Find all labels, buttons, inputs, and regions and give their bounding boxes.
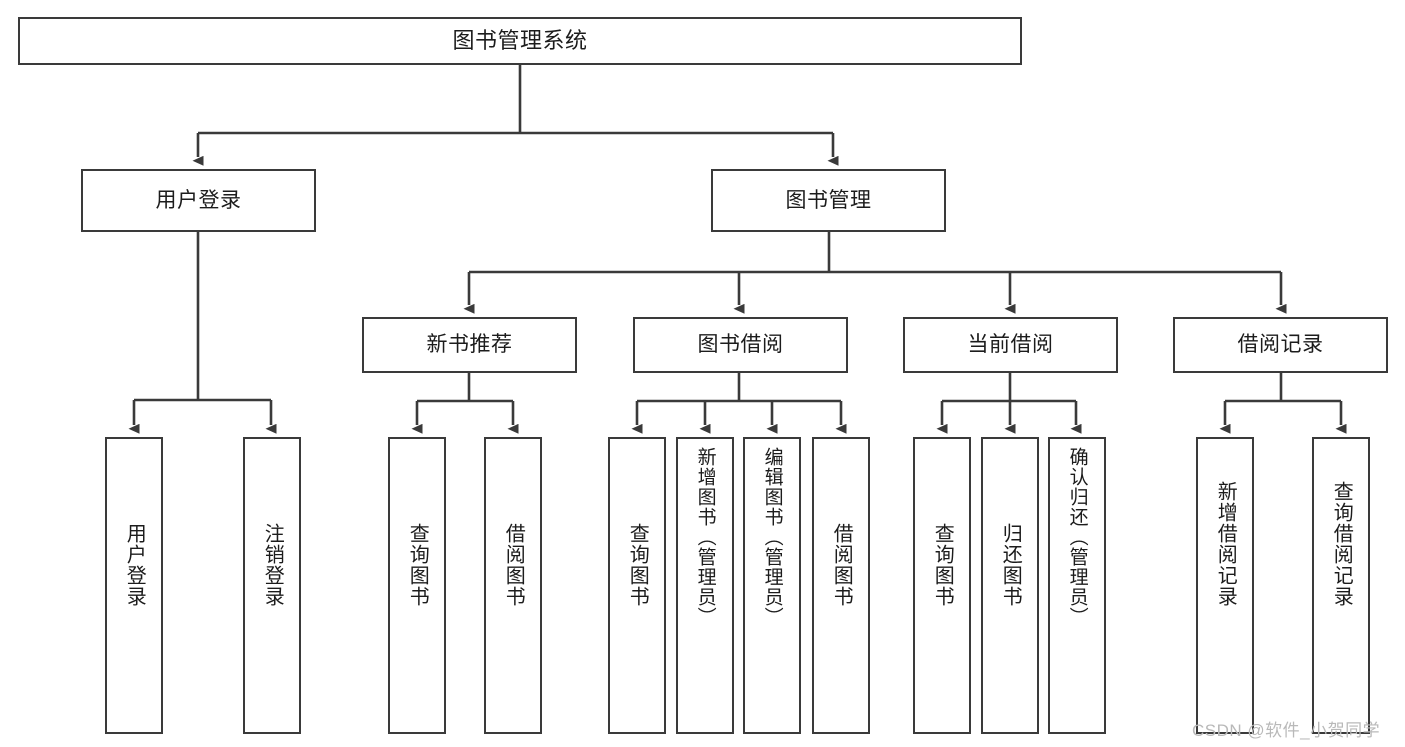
node-current-borrow-label: 当前借阅 [967, 333, 1054, 357]
node-book-manage[interactable]: 图书管理 [711, 169, 946, 232]
leaf-query-book-3[interactable]: 查询图书 [913, 437, 971, 734]
leaf-borrow-book-2-label: 借阅图书 [830, 523, 853, 607]
node-root[interactable]: 图书管理系统 [18, 17, 1022, 65]
leaf-add-record-label: 新增借阅记录 [1214, 481, 1237, 607]
leaf-query-book-1-label: 查询图书 [406, 523, 429, 607]
leaf-return-book-label: 归还图书 [999, 523, 1022, 607]
leaf-borrow-book-1[interactable]: 借阅图书 [484, 437, 542, 734]
leaf-add-book-label: 新增图书（管理员） [694, 447, 716, 627]
leaf-borrow-book-2[interactable]: 借阅图书 [812, 437, 870, 734]
node-borrow-record-label: 借阅记录 [1237, 333, 1324, 357]
leaf-user-login[interactable]: 用户登录 [105, 437, 163, 734]
leaf-add-record[interactable]: 新增借阅记录 [1196, 437, 1254, 734]
leaf-query-book-2[interactable]: 查询图书 [608, 437, 666, 734]
leaf-query-book-1[interactable]: 查询图书 [388, 437, 446, 734]
node-book-borrow[interactable]: 图书借阅 [633, 317, 848, 373]
node-root-label: 图书管理系统 [452, 27, 588, 53]
leaf-edit-book-label: 编辑图书（管理员） [761, 447, 783, 627]
leaf-logout-login-label: 注销登录 [261, 523, 284, 607]
node-current-borrow[interactable]: 当前借阅 [903, 317, 1118, 373]
leaf-user-login-label: 用户登录 [123, 523, 146, 607]
watermark: CSDN @软件_小贺同学 [1192, 721, 1381, 740]
leaf-confirm-return[interactable]: 确认归还（管理员） [1048, 437, 1106, 734]
node-user-login-label: 用户登录 [155, 188, 242, 212]
leaf-edit-book[interactable]: 编辑图书（管理员） [743, 437, 801, 734]
node-book-manage-label: 图书管理 [785, 188, 872, 212]
leaf-confirm-return-label: 确认归还（管理员） [1066, 447, 1088, 627]
node-new-book-recommend[interactable]: 新书推荐 [362, 317, 577, 373]
leaf-query-record-label: 查询借阅记录 [1330, 481, 1353, 607]
leaf-query-book-2-label: 查询图书 [626, 523, 649, 607]
node-borrow-record[interactable]: 借阅记录 [1173, 317, 1388, 373]
leaf-logout-login[interactable]: 注销登录 [243, 437, 301, 734]
node-user-login[interactable]: 用户登录 [81, 169, 316, 232]
leaf-query-record[interactable]: 查询借阅记录 [1312, 437, 1370, 734]
leaf-borrow-book-1-label: 借阅图书 [502, 523, 525, 607]
node-new-book-recommend-label: 新书推荐 [426, 333, 513, 357]
leaf-return-book[interactable]: 归还图书 [981, 437, 1039, 734]
leaf-query-book-3-label: 查询图书 [931, 523, 954, 607]
leaf-add-book[interactable]: 新增图书（管理员） [676, 437, 734, 734]
node-book-borrow-label: 图书借阅 [697, 333, 784, 357]
